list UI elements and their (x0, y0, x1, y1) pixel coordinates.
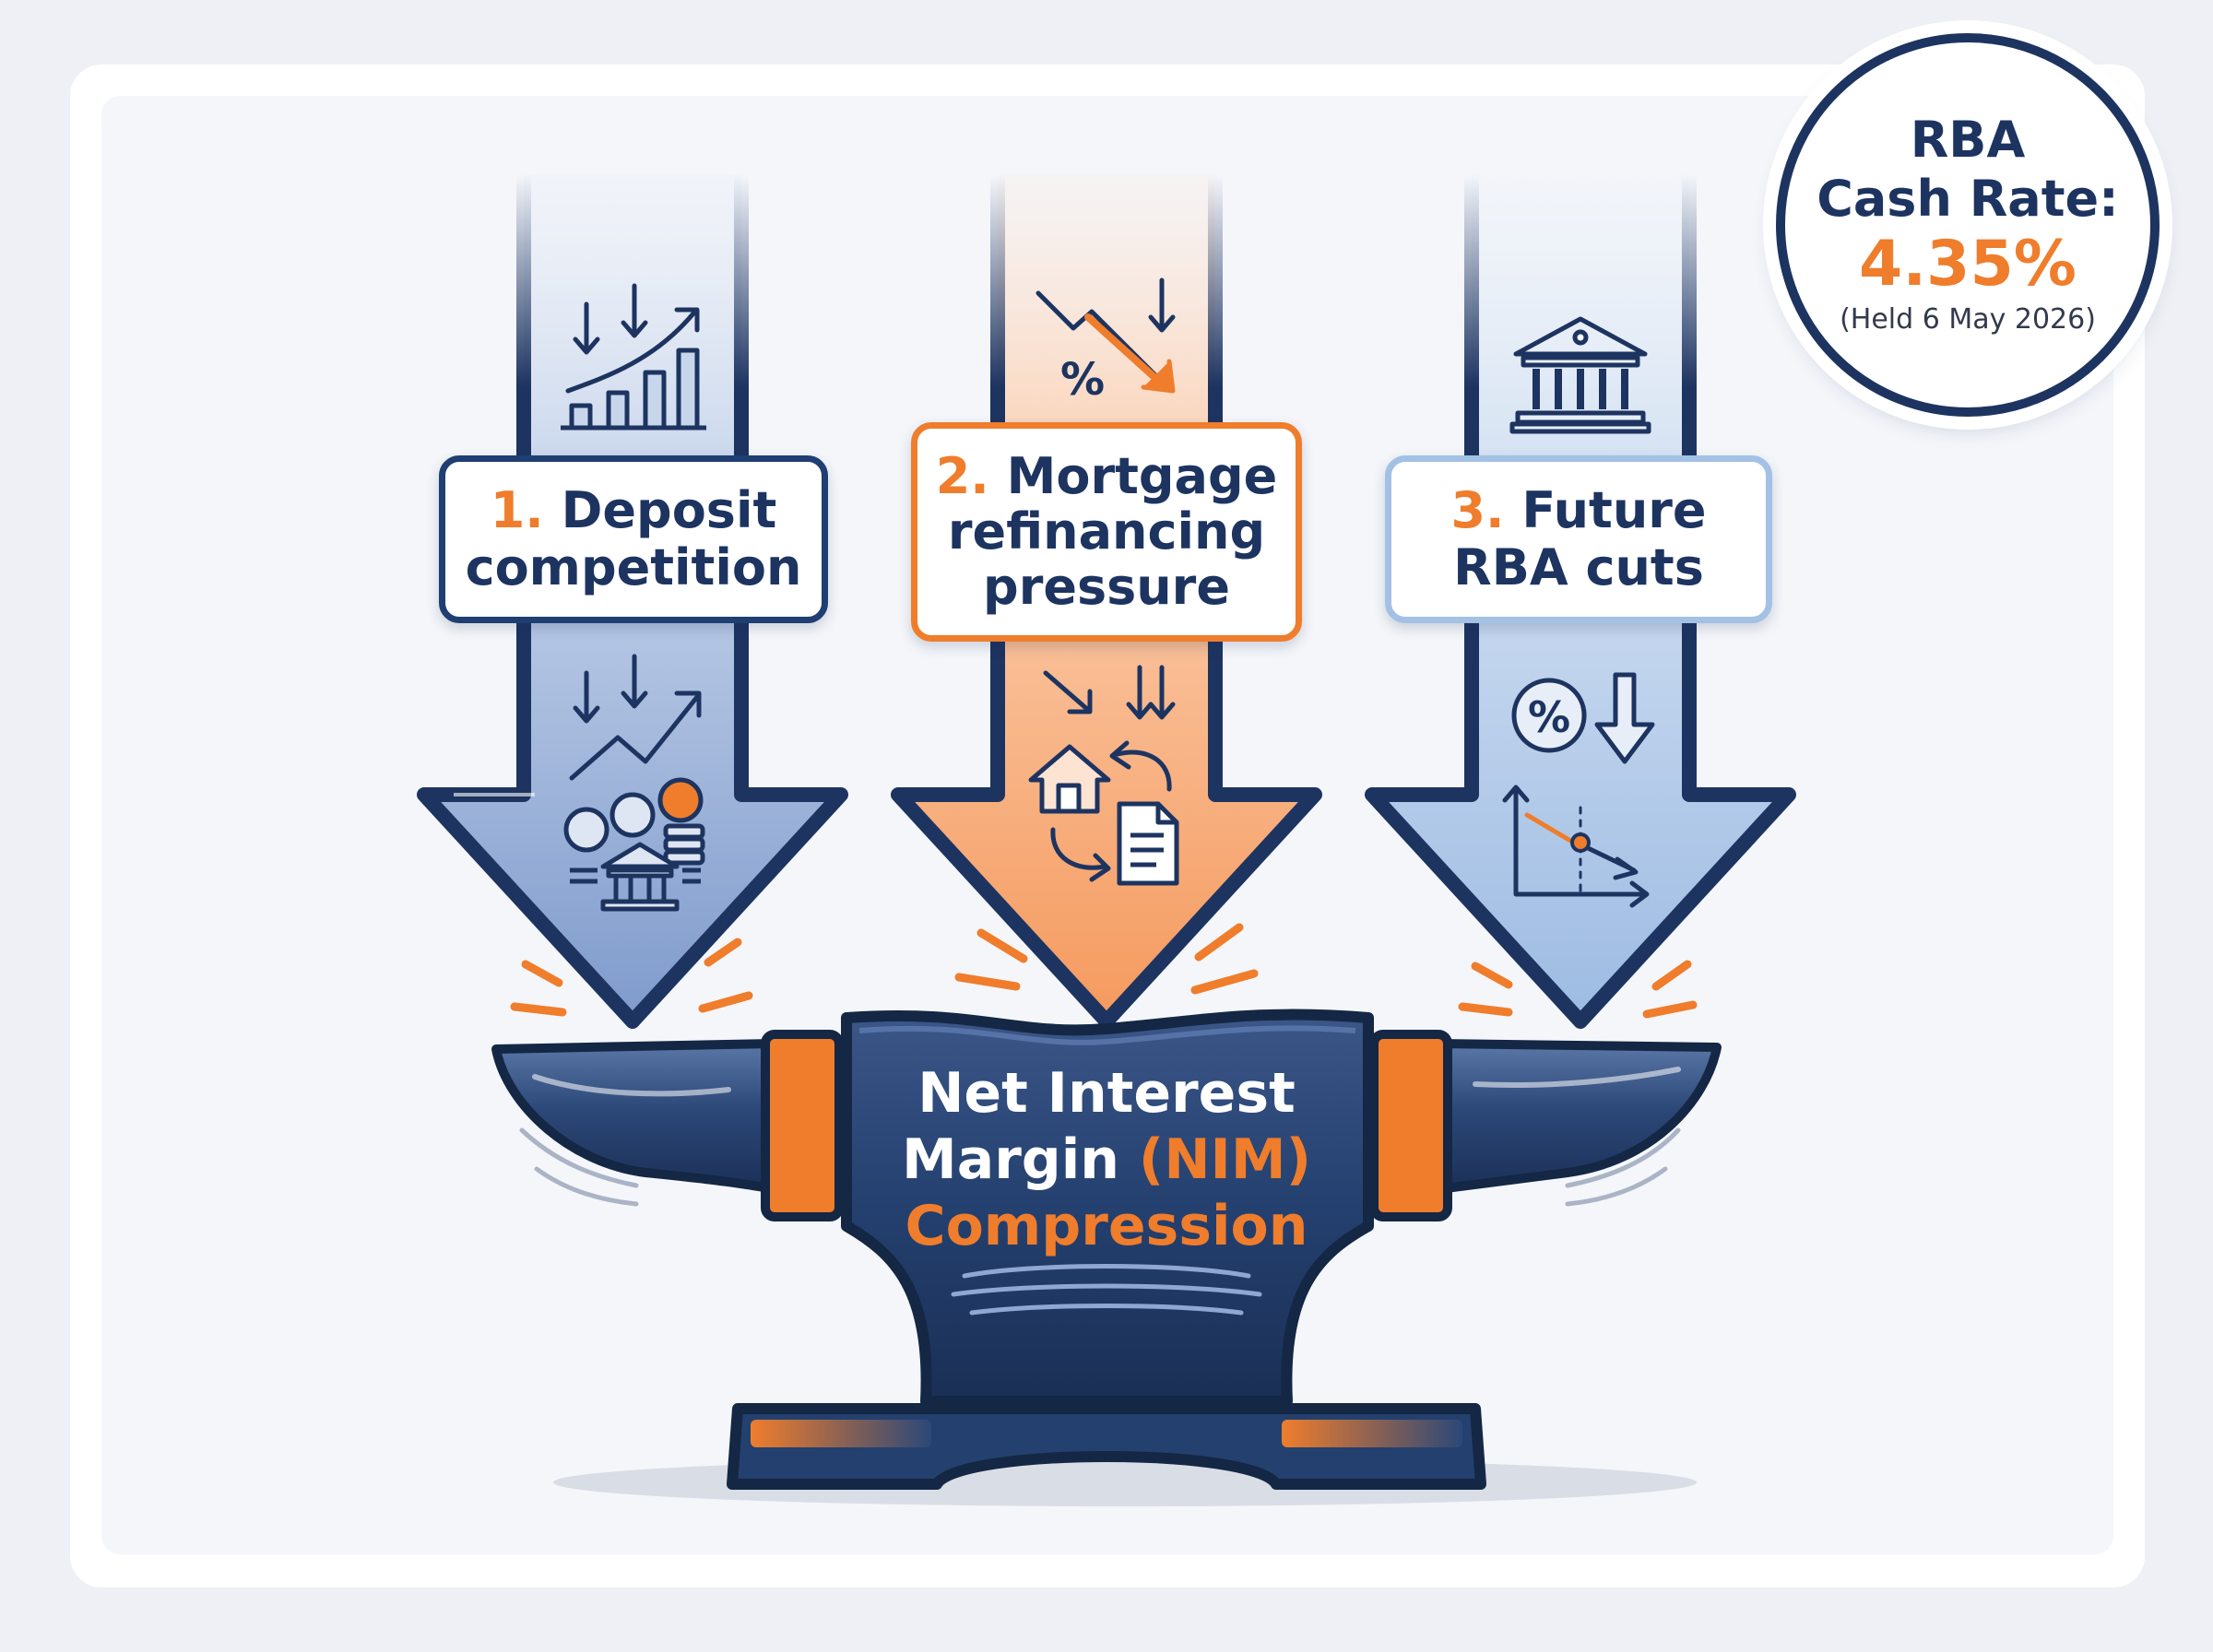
refresh-arrows-icon (1050, 740, 1172, 882)
factor-3-title-word: Future (1521, 481, 1707, 539)
anvil-icon (491, 1009, 1722, 1490)
factor-1-title-line-2: competition (465, 538, 802, 596)
factor-2-title-line-2: refinancing (947, 502, 1266, 560)
factor-2-title-line-1: 2. Mortgage (936, 449, 1278, 504)
result-line-1: Net Interest (917, 1061, 1296, 1126)
nim-compression-label: Net Interest Margin (NIM) Compression (858, 1060, 1355, 1259)
bank-icon (570, 842, 701, 912)
trend-up-icon (565, 307, 700, 394)
vibration-lines-icon (519, 1127, 1681, 1207)
down-arrow-icon (1148, 277, 1176, 333)
rba-cash-rate-badge: RBA Cash Rate: 4.35% (Held 6 May 2026) (1776, 33, 2160, 417)
factor-2-number: 2. (935, 447, 989, 505)
down-arrows-icon (573, 654, 648, 724)
badge-title-line-2: Cash Rate: (1817, 170, 2119, 228)
document-icon (1117, 801, 1179, 886)
cash-rate-value: 4.35% (1859, 228, 2077, 301)
down-arrows-icon (573, 283, 648, 355)
factor-1-title-word: Deposit (561, 481, 777, 539)
result-line-3: Compression (905, 1194, 1308, 1258)
cash-rate-note: (Held 6 May 2026) (1840, 303, 2096, 336)
result-line-2: Margin (NIM) (858, 1127, 1355, 1193)
factor-1-title-line-1: 1. Deposit (491, 482, 777, 539)
factor-3-label-box: 3. Future RBA cuts (1385, 455, 1772, 623)
factor-1-label-box: 1. Deposit competition (439, 455, 828, 623)
trend-up-icon (569, 690, 702, 781)
rate-decline-chart-icon (1502, 785, 1650, 908)
rate-point-icon (1570, 832, 1591, 853)
impact-sparks-icon (510, 923, 1698, 1019)
falling-percent-icon (1035, 290, 1176, 394)
factor-2-label-box: 2. Mortgage refinancing pressure (911, 422, 1302, 642)
down-arrow-icon (1594, 672, 1655, 764)
badge-title-line-1: RBA (1910, 111, 2026, 169)
result-line-2-highlight: (NIM) (1138, 1127, 1311, 1192)
result-line-2-prefix: Margin (902, 1127, 1120, 1192)
factor-2-title-line-3: pressure (983, 558, 1230, 616)
percent-icon: % (1060, 354, 1105, 406)
factor-1-number: 1. (490, 481, 544, 539)
factor-2-title-word: Mortgage (1006, 447, 1278, 505)
growth-bars-icon (561, 348, 706, 431)
bank-icon (1509, 316, 1651, 434)
coins-icon (563, 777, 705, 866)
factor-3-title-line-2: RBA cuts (1453, 538, 1704, 596)
factor-3-title-line-1: 3. Future (1450, 482, 1706, 539)
factor-3-number: 3. (1450, 481, 1505, 539)
percent-circle-icon (1511, 678, 1587, 753)
anvil-shadow (553, 1458, 1697, 1506)
down-arrows-icon (1043, 665, 1176, 720)
percent-icon: % (1528, 692, 1570, 742)
house-icon (1028, 744, 1111, 814)
